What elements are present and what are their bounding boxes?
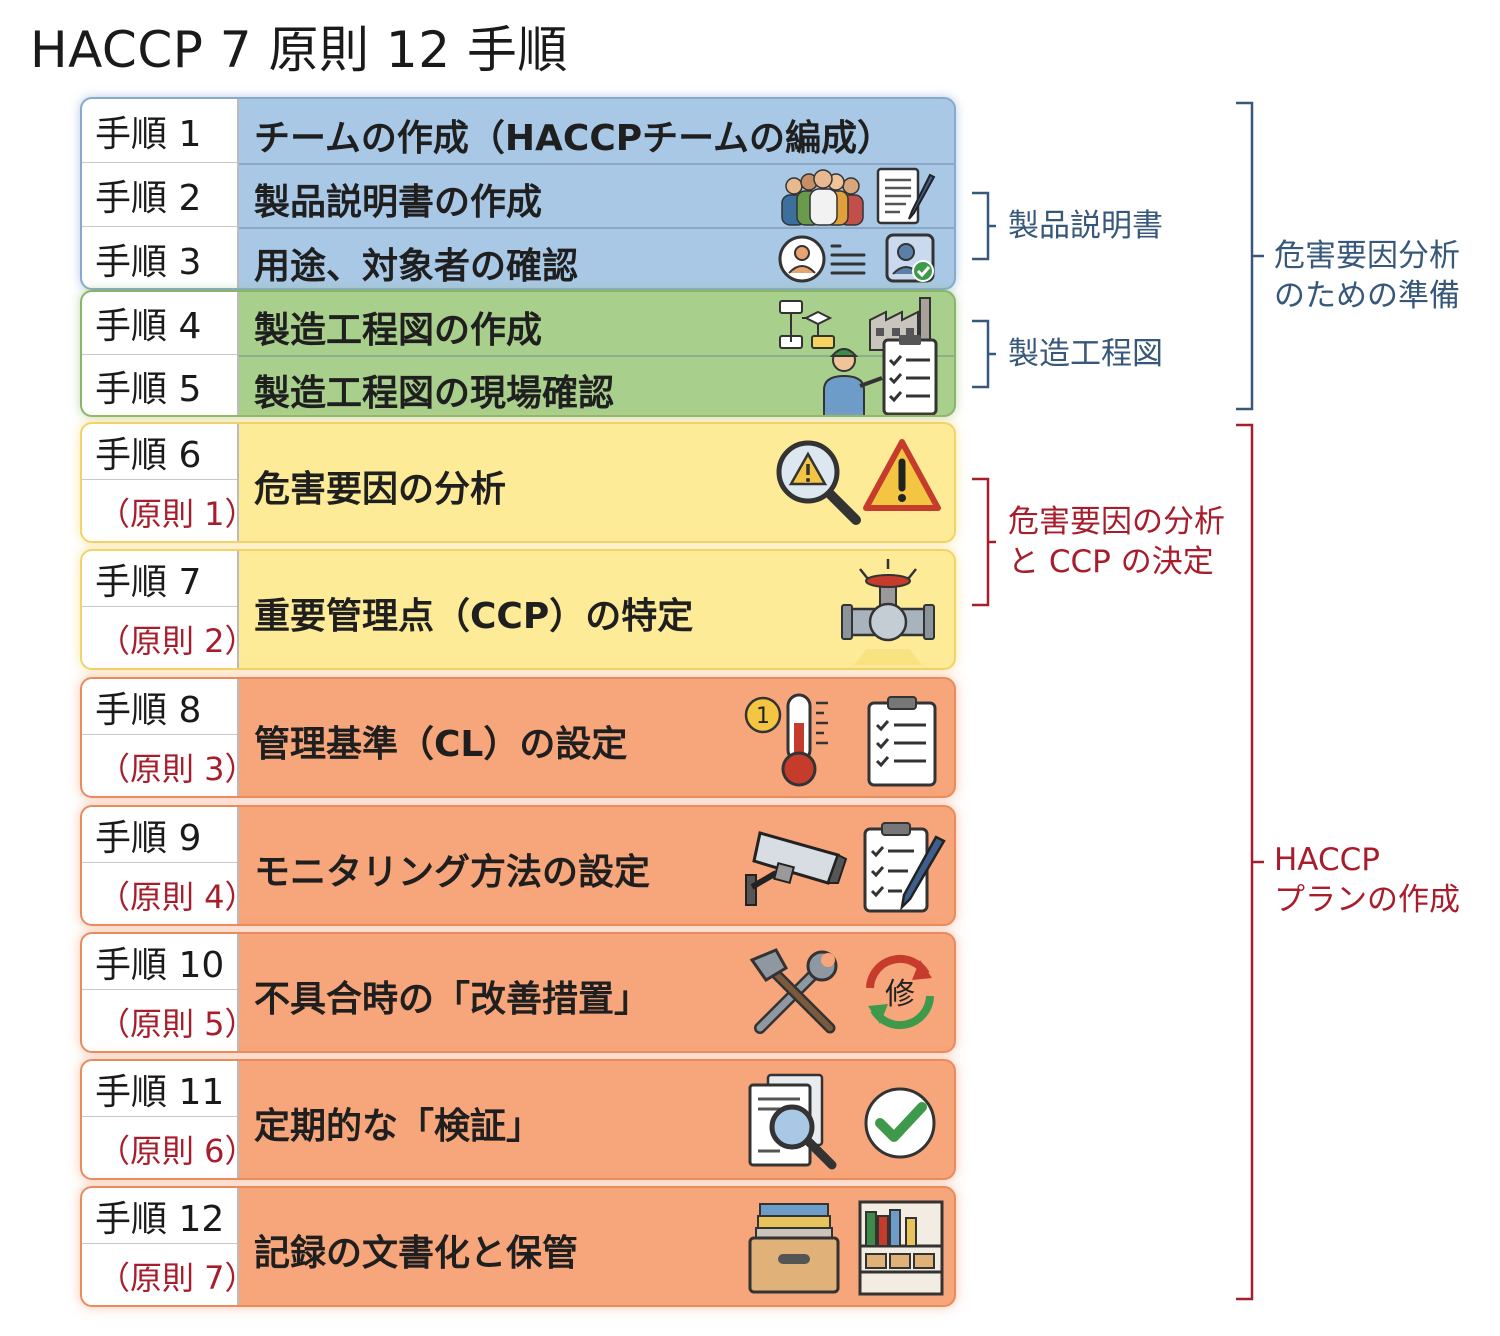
- group-label-haccp-plan: HACCP プランの作成: [1274, 840, 1460, 920]
- step-column: 手順 4 手順 5: [82, 292, 239, 415]
- repair-glyph: 修: [885, 977, 915, 1012]
- row-step-12: 手順 12 （原則 7） 記録の文書化と保管: [80, 1186, 956, 1307]
- row-step-1-3: 手順 1 手順 2 手順 3 チームの作成（HACCPチームの編成） 製品説明書…: [80, 97, 956, 290]
- step-title: 用途、対象者の確認: [254, 246, 579, 287]
- step-title: 重要管理点（CCP）の特定: [254, 596, 694, 637]
- valve-icon: [841, 559, 935, 665]
- group-label-line: 危害要因分析: [1274, 238, 1460, 274]
- row-step-6: 手順 6 （原則 1） 危害要因の分析: [80, 422, 956, 543]
- bracket-haccp-plan: [1236, 423, 1264, 1301]
- clipboard-pen-icon: [863, 822, 946, 913]
- principle-number: （原則 7）: [98, 1258, 257, 1297]
- bracket-product-description: [972, 191, 996, 261]
- step-number: 手順 2: [82, 163, 237, 227]
- row-step-4-5: 手順 4 手順 5 製造工程図の作成 製造工程図の現場確認: [80, 290, 956, 417]
- row-step-8: 手順 8 （原則 3） 管理基準（CL）の設定 1: [80, 677, 956, 798]
- step-column: 手順 11 （原則 6）: [82, 1061, 257, 1178]
- user-check-icon: [885, 233, 935, 283]
- document-pen-icon: [876, 167, 936, 225]
- principle-number: （原則 5）: [98, 1004, 257, 1043]
- row-step-11: 手順 11 （原則 6） 定期的な「検証」: [80, 1059, 956, 1180]
- row-step-10: 手順 10 （原則 5） 不具合時の「改善措置」 修: [80, 932, 956, 1053]
- step-column: 手順 1 手順 2 手順 3: [82, 99, 239, 288]
- step-title: チームの作成（HACCPチームの編成）: [254, 118, 894, 159]
- warning-triangle-icon: [863, 439, 941, 511]
- thermometer-icon: 1: [744, 693, 828, 787]
- group-label-line: プランの作成: [1274, 882, 1460, 918]
- step-column: 手順 7 （原則 2）: [82, 551, 257, 668]
- step-title: 管理基準（CL）の設定: [254, 724, 628, 765]
- step-number: 手順 1: [82, 99, 237, 163]
- step-title: 不具合時の「改善措置」: [254, 979, 651, 1020]
- checklist-icon: [867, 696, 937, 787]
- group-label-process-flow: 製造工程図: [1008, 336, 1163, 372]
- step-column: 手順 10 （原則 5）: [82, 934, 257, 1051]
- step-number: 手順 5: [95, 369, 202, 410]
- group-label-preparation: 危害要因分析 のための準備: [1274, 236, 1460, 316]
- step-number: 手順 8: [82, 679, 237, 735]
- check-circle-icon: [864, 1087, 936, 1159]
- step-number: 手順 10: [82, 934, 237, 990]
- step-number: 手順 7: [82, 551, 237, 607]
- row-step-9: 手順 9 （原則 4） モニタリング方法の設定: [80, 805, 956, 926]
- bookshelf-icon: [858, 1200, 944, 1296]
- worker-checklist-icon: [823, 335, 938, 415]
- step-number: 手順 11: [82, 1061, 237, 1117]
- step-column: 手順 8 （原則 3）: [82, 679, 257, 796]
- step-title: 危害要因の分析: [254, 469, 507, 510]
- principle-number: （原則 4）: [98, 877, 257, 916]
- step-column: 手順 6 （原則 1）: [82, 424, 257, 541]
- group-label-line: 危害要因の分析: [1008, 504, 1225, 540]
- principle-number: （原則 6）: [98, 1131, 257, 1170]
- step-title: 定期的な「検証」: [254, 1106, 543, 1147]
- step-title: 製造工程図の作成: [254, 310, 543, 351]
- magnifier-warning-icon: [776, 440, 861, 525]
- bracket-process-flow: [972, 319, 996, 389]
- step-title: 記録の文書化と保管: [254, 1233, 579, 1274]
- flowchart-icon: [779, 300, 835, 349]
- step-column: 手順 9 （原則 4）: [82, 807, 257, 924]
- wrench-hammer-icon: [749, 948, 838, 1034]
- thermometer-badge: 1: [756, 704, 770, 729]
- principle-number: （原則 1）: [98, 494, 257, 533]
- group-label-line: のための準備: [1274, 278, 1460, 314]
- user-list-icon: [778, 235, 866, 283]
- step-column: 手順 12 （原則 7）: [82, 1188, 257, 1305]
- bracket-preparation: [1236, 101, 1264, 411]
- principle-number: （原則 2）: [98, 621, 257, 660]
- step-number: 手順 3: [95, 241, 202, 283]
- team-people-icon: [781, 169, 864, 226]
- step-title: 製品説明書の作成: [254, 182, 543, 223]
- step-number: 手順 9: [82, 807, 237, 863]
- group-label-hazard-ccp: 危害要因の分析 と CCP の決定: [1008, 502, 1225, 582]
- document-search-icon: [748, 1073, 837, 1170]
- principle-number: （原則 3）: [98, 749, 257, 788]
- step-title: モニタリング方法の設定: [254, 852, 651, 893]
- group-label-product-description: 製品説明書: [1008, 208, 1163, 244]
- repair-cycle-icon: 修: [866, 954, 934, 1030]
- bracket-hazard-ccp: [972, 477, 996, 607]
- archive-box-icon: [748, 1203, 840, 1294]
- row-step-7: 手順 7 （原則 2） 重要管理点（CCP）の特定: [80, 549, 956, 670]
- step-number: 手順 6: [82, 424, 237, 480]
- group-label-line: HACCP: [1274, 842, 1380, 878]
- security-camera-icon: [745, 831, 848, 906]
- page-title: HACCP 7 原則 12 手順: [30, 21, 568, 79]
- group-label-line: と CCP の決定: [1008, 544, 1214, 580]
- step-title: 製造工程図の現場確認: [254, 373, 615, 414]
- step-number: 手順 12: [82, 1188, 237, 1244]
- step-number: 手順 4: [82, 292, 237, 355]
